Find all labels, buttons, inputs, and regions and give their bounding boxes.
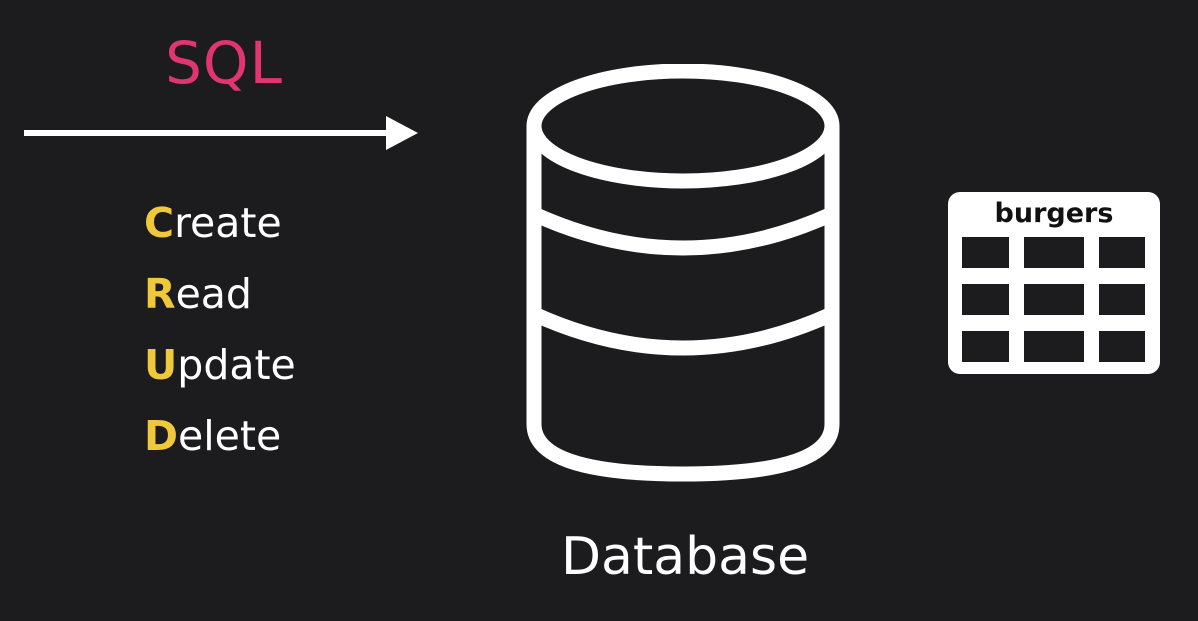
table-cell: [1099, 331, 1145, 362]
crud-initial: U: [144, 341, 178, 389]
crud-item-create: Create: [144, 196, 296, 267]
crud-rest: elete: [178, 412, 282, 460]
sql-label: SQL: [165, 29, 283, 97]
crud-initial: D: [144, 412, 179, 460]
table-cell: [1099, 284, 1145, 315]
table-cell: [962, 284, 1009, 315]
database-cylinder-icon: [526, 64, 840, 482]
table-grid-icon: burgers: [948, 192, 1160, 374]
table-cells: [962, 237, 1145, 362]
table-cell: [1024, 237, 1084, 268]
right-arrow-icon: [24, 116, 418, 150]
crud-rest: ead: [175, 270, 252, 318]
crud-list: Create Read Update Delete: [144, 196, 296, 480]
crud-rest: reate: [174, 199, 282, 247]
table-cell: [962, 331, 1009, 362]
crud-item-read: Read: [144, 267, 296, 338]
table-name: burgers: [994, 198, 1114, 229]
table-cell: [962, 237, 1009, 268]
crud-item-delete: Delete: [144, 409, 296, 480]
crud-item-update: Update: [144, 338, 296, 409]
crud-initial: C: [144, 199, 175, 247]
crud-rest: pdate: [177, 341, 296, 389]
crud-initial: R: [144, 270, 176, 318]
database-label: Database: [560, 527, 810, 587]
table-cell: [1024, 284, 1084, 315]
table-cell: [1024, 331, 1084, 362]
table-cell: [1099, 237, 1145, 268]
